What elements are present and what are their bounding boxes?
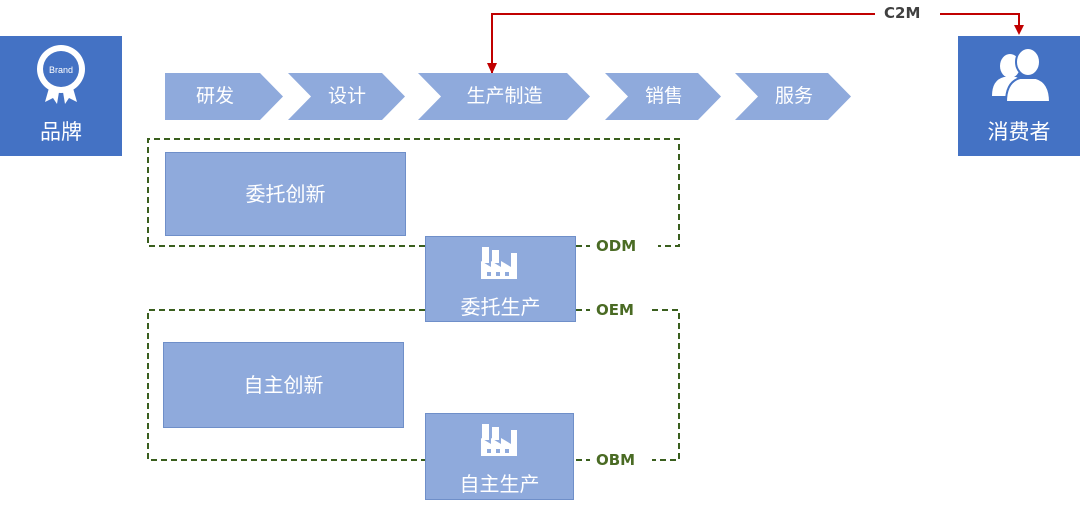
chain-step-label: 设计 [327, 85, 366, 107]
odm-connector [147, 138, 680, 247]
odm-label: ODM [594, 237, 639, 255]
c2m-connector [487, 13, 1024, 76]
commissioned-production-box: 委托生产 [425, 236, 576, 322]
consumer-label: 消费者 [987, 120, 1051, 144]
chain-step-manufacturing: 生产制造 [418, 73, 590, 120]
factory-icon [481, 247, 517, 279]
consumer-box: 消费者 [958, 36, 1080, 156]
chain-step-label: 生产制造 [466, 85, 543, 107]
chain-step-service: 服务 [735, 73, 851, 120]
oem-label: OEM [594, 301, 636, 319]
c2m-label: C2M [880, 4, 925, 22]
chain-step-label: 服务 [774, 85, 813, 107]
oem-obm-connector [147, 309, 680, 461]
commissioned-innovation-label: 委托创新 [245, 182, 326, 206]
chain-step-label: 销售 [644, 85, 683, 107]
independent-innovation-label: 自主创新 [243, 373, 324, 397]
factory-icon [481, 424, 517, 456]
independent-production-label: 自主生产 [459, 472, 540, 496]
obm-label: OBM [594, 451, 638, 469]
users-icon [992, 47, 1052, 103]
brand-badge-icon: Brand [37, 45, 85, 104]
c2m-arrowhead-down [487, 63, 497, 74]
brand-badge-text: Brand [49, 65, 73, 75]
chain-step-label: 研发 [195, 85, 234, 107]
independent-production-box: 自主生产 [425, 413, 574, 500]
c2m-arrowhead-consumer [1014, 25, 1024, 35]
commissioned-innovation-box: 委托创新 [165, 152, 406, 236]
brand-box: Brand 品牌 [0, 36, 122, 156]
chain-step-sales: 销售 [605, 73, 721, 120]
independent-innovation-box: 自主创新 [163, 342, 404, 428]
chain-step-design: 设计 [288, 73, 405, 120]
chain-step-rd: 研发 [165, 73, 283, 120]
commissioned-production-label: 委托生产 [460, 295, 541, 319]
brand-label: 品牌 [40, 120, 82, 144]
